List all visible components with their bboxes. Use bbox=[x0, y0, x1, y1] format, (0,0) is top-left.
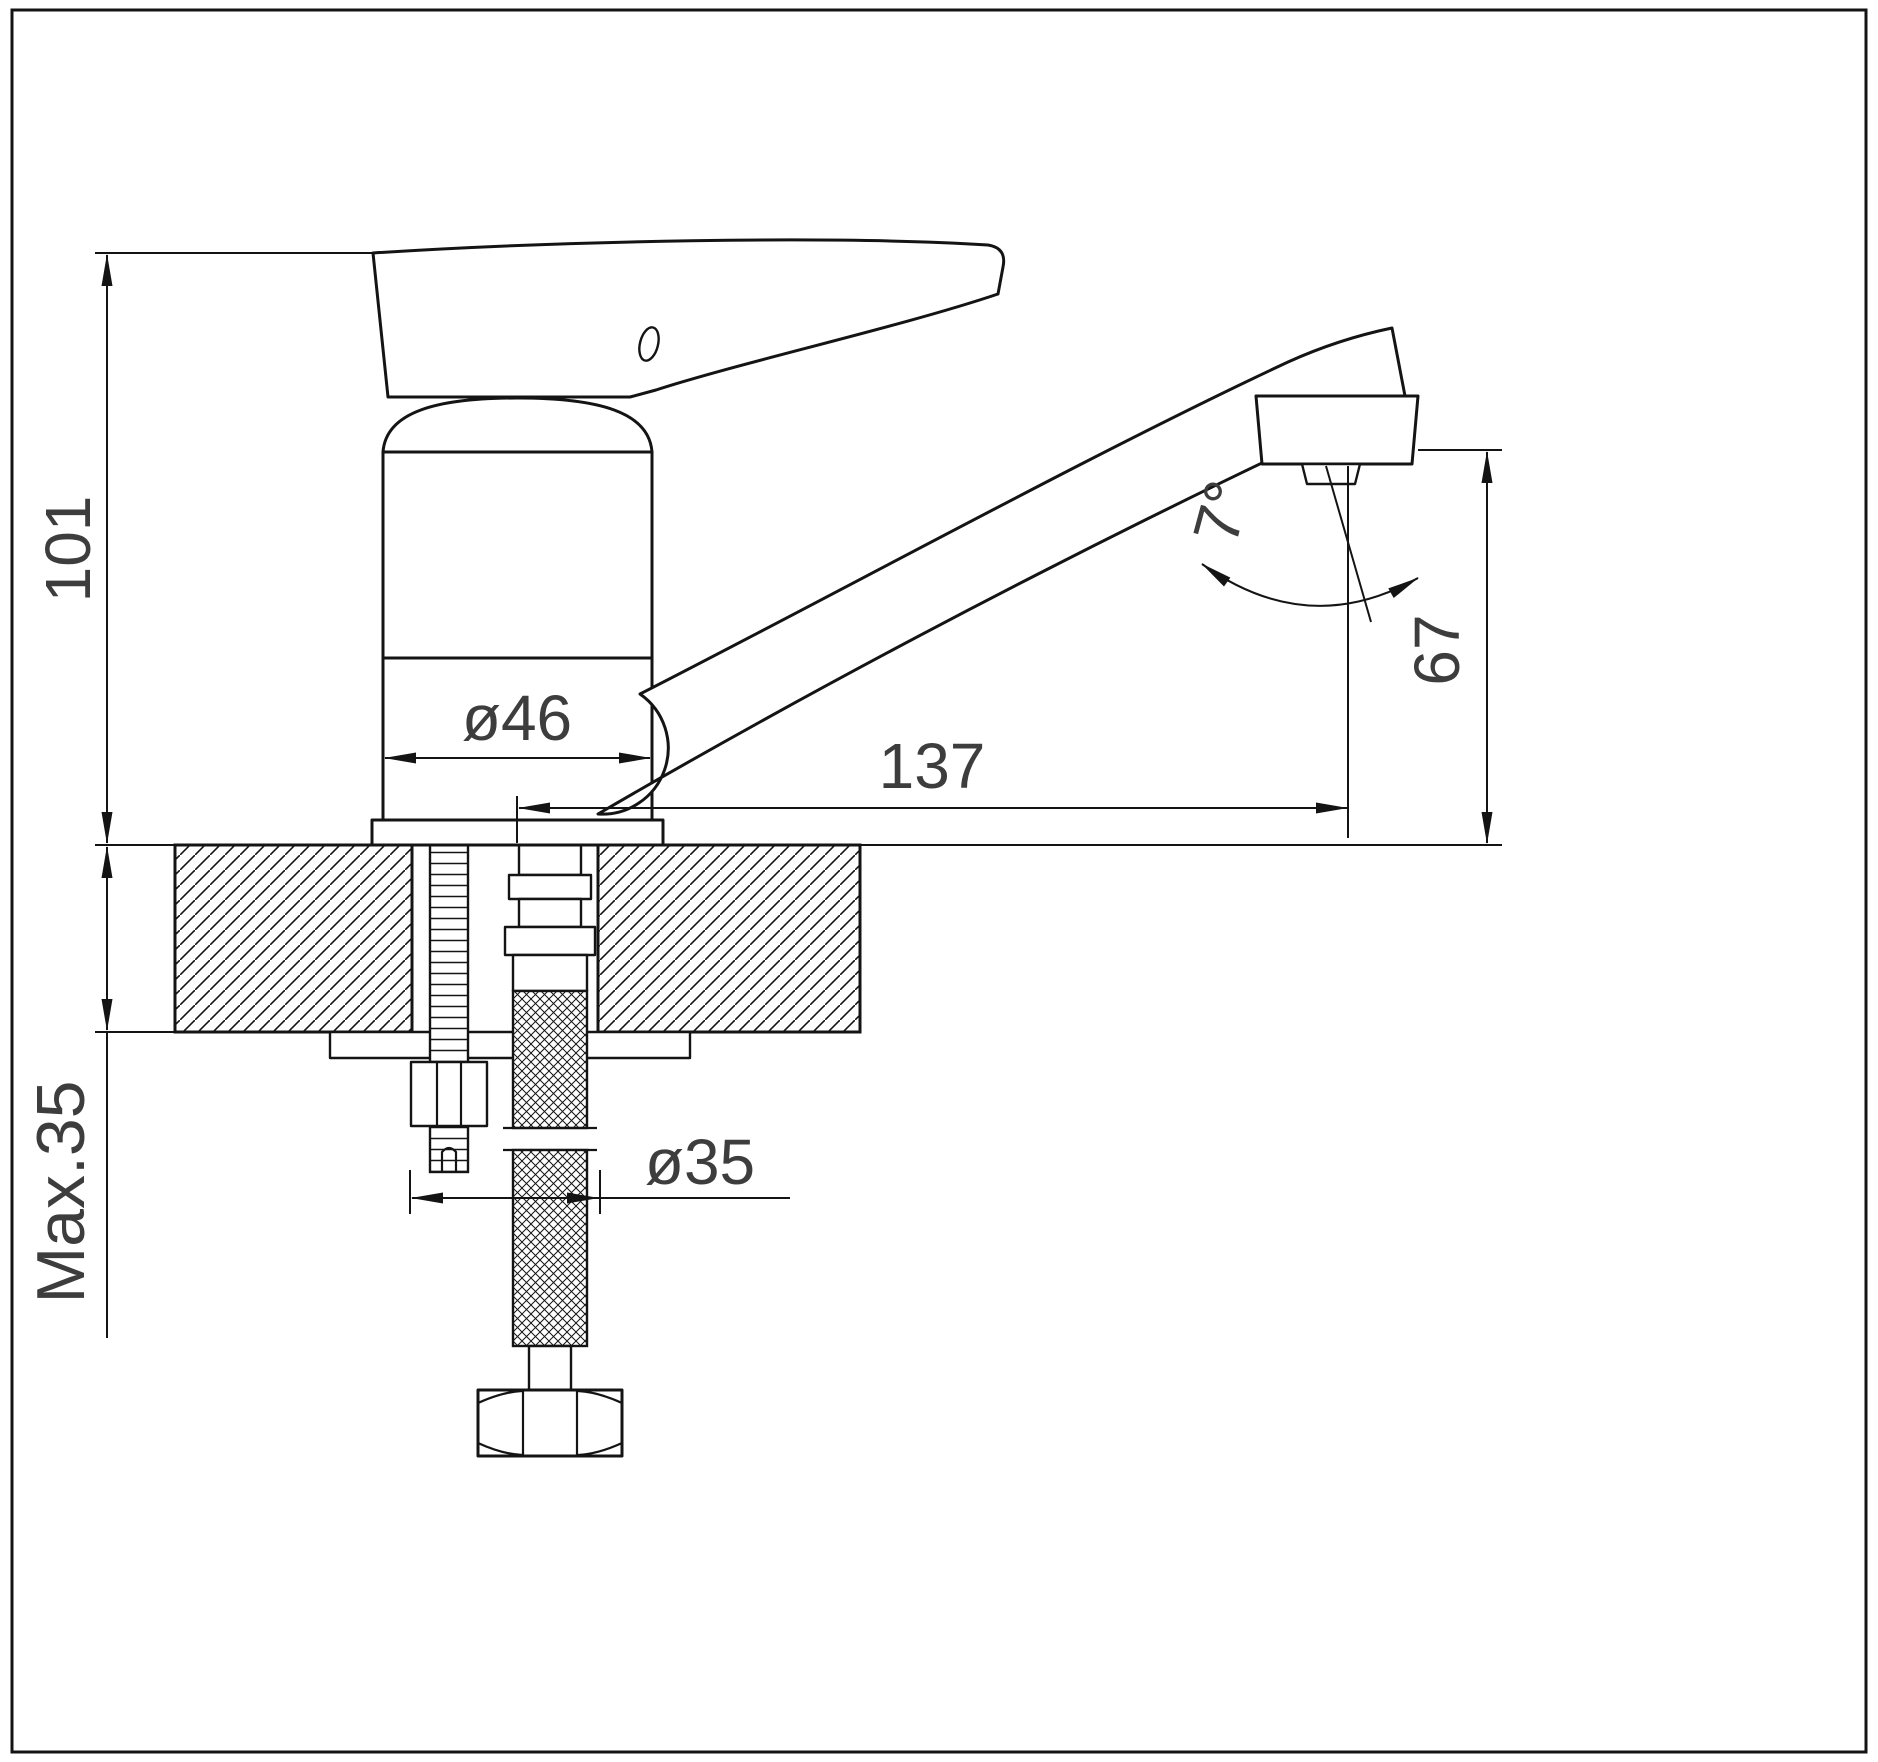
dim-label-outlet-height: 67 bbox=[1401, 614, 1473, 685]
extension-lines bbox=[95, 252, 1502, 1214]
mounting-stud bbox=[409, 843, 489, 1174]
angle-arc bbox=[1201, 563, 1419, 607]
drawing-border bbox=[10, 8, 1868, 1754]
dimension-spout-angle: 7° bbox=[1179, 473, 1419, 607]
mounting-washer-plate bbox=[328, 1030, 692, 1060]
hose-end-nut bbox=[476, 1388, 624, 1458]
hose-end-nut-chamfers bbox=[477, 1389, 623, 1457]
aerator-housing bbox=[1254, 394, 1420, 466]
spout-tube bbox=[596, 326, 1407, 816]
dim-label-max-thickness: Max.35 bbox=[23, 1081, 99, 1304]
dim-label-spout-angle: 7° bbox=[1179, 473, 1264, 551]
supply-hose bbox=[476, 843, 624, 1458]
hose-braid-upper bbox=[511, 989, 589, 1130]
dim-label-hole-diameter: ø35 bbox=[645, 1126, 755, 1198]
stud-nut bbox=[409, 1060, 489, 1128]
countertop-left-block bbox=[173, 843, 414, 1034]
body-dome-cap bbox=[381, 396, 654, 454]
hose-end-nut-facets bbox=[521, 1390, 579, 1456]
faucet-body bbox=[370, 396, 665, 847]
hose-break-lines bbox=[503, 1126, 597, 1152]
lever bbox=[371, 238, 1006, 399]
dimension-hole-diameter: ø35 bbox=[411, 1126, 790, 1204]
body-cylinder bbox=[381, 450, 654, 847]
dim-label-body-diameter: ø46 bbox=[462, 682, 572, 754]
faucet-spout bbox=[596, 326, 1420, 816]
dimension-outlet-height: 67 bbox=[1401, 451, 1493, 844]
stud-slot bbox=[440, 1146, 458, 1172]
dimension-max-counter-thickness: Max.35 bbox=[23, 846, 113, 1338]
aerator-nozzle bbox=[1300, 462, 1362, 486]
countertop-section bbox=[173, 843, 862, 1060]
dim-label-body-height: 101 bbox=[32, 496, 104, 603]
handle-screw bbox=[638, 326, 660, 362]
faucet-handle bbox=[371, 238, 1006, 399]
dimension-body-diameter: ø46 bbox=[384, 682, 651, 764]
hose-collar bbox=[527, 1344, 573, 1392]
dimension-body-height: 101 bbox=[32, 254, 113, 844]
dimension-spout-reach: 137 bbox=[518, 730, 1348, 814]
countertop-right-block bbox=[596, 843, 862, 1034]
stud-nut-facets bbox=[435, 1062, 463, 1126]
dim-label-spout-reach: 137 bbox=[879, 730, 986, 802]
hose-braid-lower bbox=[511, 1148, 589, 1348]
